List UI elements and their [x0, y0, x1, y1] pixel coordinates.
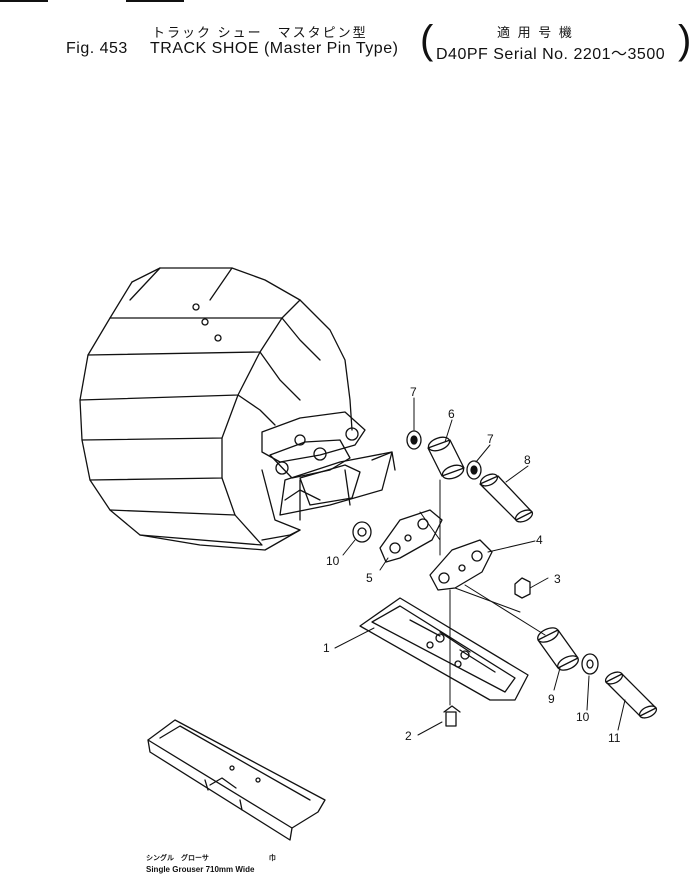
callout-8: 8 — [524, 453, 531, 467]
callout-11: 11 — [608, 731, 621, 745]
part-3-nut — [514, 577, 531, 599]
callout-2: 2 — [405, 729, 412, 743]
callout-9: 9 — [548, 692, 555, 706]
callout-6: 6 — [448, 407, 455, 421]
callout-7-top: 7 — [410, 385, 417, 399]
applicable-label: 適 用 号 機 — [497, 25, 574, 40]
part-9-bushing — [537, 627, 579, 671]
page-title: TRACK SHOE (Master Pin Type) — [150, 40, 399, 57]
callout-labels: 7 6 7 8 4 3 5 10 1 9 10 11 2 — [323, 385, 621, 745]
part-11-pin — [604, 671, 658, 719]
callout-10-right: 10 — [576, 710, 590, 724]
callout-3: 3 — [554, 572, 561, 586]
callout-5: 5 — [366, 571, 373, 585]
part-5-link — [379, 509, 443, 563]
callout-4: 4 — [536, 533, 543, 547]
callout-1: 1 — [323, 641, 330, 655]
part-7-washer-top — [406, 430, 422, 450]
callout-10-left: 10 — [326, 554, 340, 568]
part-10-washer-left — [352, 521, 372, 543]
assembly-lines — [419, 479, 546, 706]
top-rule-right — [126, 0, 184, 2]
part-10-washer-right — [581, 653, 599, 675]
inset-caption: Single Grouser 710mm Wide — [146, 865, 255, 874]
title-japanese: トラック シュー マスタピン型 — [152, 25, 368, 40]
leader-lines — [334, 397, 626, 736]
single-grouser-shoe-inset — [147, 719, 326, 841]
callout-7-second: 7 — [487, 432, 494, 446]
part-7-washer-second — [466, 460, 482, 480]
part-4-link — [429, 539, 493, 591]
part-1-shoe — [359, 597, 529, 701]
open-paren: ( — [420, 18, 434, 62]
caption-jp-width: 巾 — [268, 855, 276, 862]
part-2-bolt — [443, 705, 461, 727]
top-rule-left — [0, 0, 48, 2]
track-assembly — [79, 267, 396, 551]
model-serial: D40PF Serial No. 2201～3500 — [436, 46, 666, 63]
inset-caption-japanese: シングル グローサ 巾 — [146, 853, 276, 863]
figure-label: Fig. 453 — [66, 40, 128, 57]
part-6-bushing — [427, 436, 465, 480]
close-paren: ) — [678, 18, 692, 62]
caption-jp-grouser: シングル グローサ — [146, 855, 209, 862]
part-8-pin — [479, 473, 534, 523]
